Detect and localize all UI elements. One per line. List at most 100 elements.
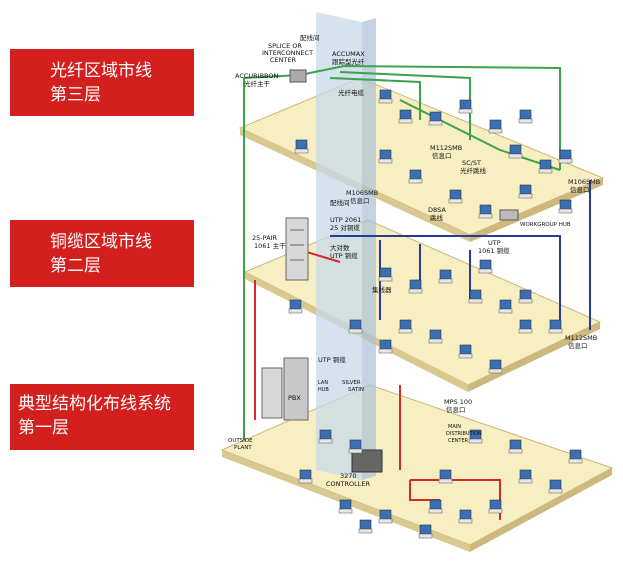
annotation-m112smb-mid-1: M112SMB [565,334,597,342]
computer-icon [358,519,373,534]
annotation-utp1061-1: UTP [488,239,501,247]
computer-icon [498,299,513,314]
annotation-25pair-1: 25-PAIR [252,234,277,242]
floor3-label-line1: 光纤区域市线 [50,61,152,81]
annotation-mps100-2: 信息口 [446,405,466,414]
computer-icon [294,139,309,154]
annotation-accumax-2: 跟踪型光纤 [332,57,365,66]
annotation-mps100-1: MPS 100 [444,398,472,406]
annotation-utp1061-2: 1061 铜缆 [478,246,510,255]
annotation-d8sa-2: 跳线 [430,213,444,222]
annotation-m112smb-top-2: 信息口 [432,151,452,160]
annotation-25pair-2: 1061 主干 [254,241,286,250]
annotation-lan-1: LAN [318,380,328,386]
annotation-splice-2: INTERCONNECT [262,49,313,57]
shaft-side [362,18,376,480]
floor1-label-line2: 第一层 [18,418,69,438]
floor1-label: 典型结构化布线系统 第一层 [10,384,194,450]
computer-icon [288,299,303,314]
computer-icon [568,449,583,464]
pbx-rack [261,357,309,421]
annotation-wiring-closet-top: 配线间 [300,33,320,42]
annotation-main-center-2: DISTRIBUTION [446,431,482,437]
computer-icon [378,509,393,524]
floor3-label: 光纤区域市线 第三层 [10,49,194,116]
computer-icon [458,509,473,524]
computer-icon [378,267,393,282]
computer-icon [398,319,413,334]
annotation-accuribbon-2: 光纤主干 [244,79,271,88]
computer-icon [408,279,423,294]
annotation-m106smb-right-1: M106SMB [568,178,600,186]
computer-icon [428,499,443,514]
annotation-hub-cn: 集线器 [372,285,392,294]
annotation-main-center-1: MAIN [448,424,461,430]
computer-icon [318,429,333,444]
annotation-sgst-2: 光纤跳线 [460,166,487,175]
annotation-big-pair-1: 大对数 [330,243,350,252]
computer-icon [378,339,393,354]
annotations: 配线间 SPLICE OR INTERCONNECT CENTER ACCUMA… [228,33,600,488]
computer-icon [558,149,573,164]
computer-icon [418,524,433,539]
splice-center-box [289,69,307,83]
annotation-utp2061-2: 25 对铜缆 [330,223,360,232]
computer-icon [478,204,493,219]
computer-icon [448,189,463,204]
computer-icon [538,159,553,174]
annotation-accuribbon-1: ACCURIBBON [235,72,279,80]
floor1-label-line1: 典型结构化布线系统 [18,394,171,414]
annotation-pbx: PBX [288,394,301,402]
computer-icon [518,184,533,199]
wiring-shaft [316,12,362,480]
annotation-m106smb-left-2: 信息口 [350,196,370,205]
computer-icon [348,319,363,334]
computer-icon [338,499,353,514]
floor2-label-line2: 第二层 [50,256,101,276]
annotation-m112smb-top-1: M112SMB [430,144,462,152]
computer-icon [508,439,523,454]
computer-icon [378,89,393,104]
floor2-label-line1: 铜缆区域市线 [50,232,152,252]
floor2-label: 铜缆区域市线 第二层 [10,220,194,287]
computer-icon [518,109,533,124]
annotation-utp-copper: UTP 铜缆 [318,355,346,364]
rack-floor2 [285,217,309,281]
annotation-outside-plant-2: PLANT [234,445,252,451]
computer-icon [428,111,443,126]
computer-icon [548,319,563,334]
annotation-accumax-1: ACCUMAX [332,50,365,58]
annotation-workgroup-hub: WORKGROUP HUB [520,222,571,228]
annotation-silver-satin-1: SILVER [342,380,361,386]
annotation-outside-plant-1: OUTSIDE [228,438,253,444]
computer-icon [488,499,503,514]
annotation-silver-satin-2: SATIN [348,387,364,393]
computer-icon [548,479,563,494]
computer-icon [478,259,493,274]
computer-icon [438,469,453,484]
annotation-fiber-cable: 光纤电缆 [338,88,365,97]
computer-icon [458,99,473,114]
computer-icon [558,199,573,214]
annotation-m106smb-right-2: 信息口 [570,185,590,194]
annotation-splice-3: CENTER [270,56,297,64]
computer-icon [468,289,483,304]
annotation-lan-2: HUB [318,387,329,393]
annotation-d8sa-1: D8SA [428,206,446,214]
annotation-wiring-closet-mid: 配线间 [330,198,350,207]
computer-icon [508,144,523,159]
workstations [288,89,583,539]
computer-icon [488,359,503,374]
annotation-m106smb-left-1: M106SMB [346,189,378,197]
annotation-controller-2: CONTROLLER [326,480,370,488]
computer-icon [298,469,313,484]
annotation-splice-1: SPLICE OR [268,42,302,50]
computer-icon [428,329,443,344]
controller-box [351,449,383,473]
computer-icon [408,169,423,184]
computer-icon [378,149,393,164]
annotation-sgst-1: SC/ST [462,159,481,167]
computer-icon [518,289,533,304]
annotation-controller-1: 3270 [340,472,357,480]
